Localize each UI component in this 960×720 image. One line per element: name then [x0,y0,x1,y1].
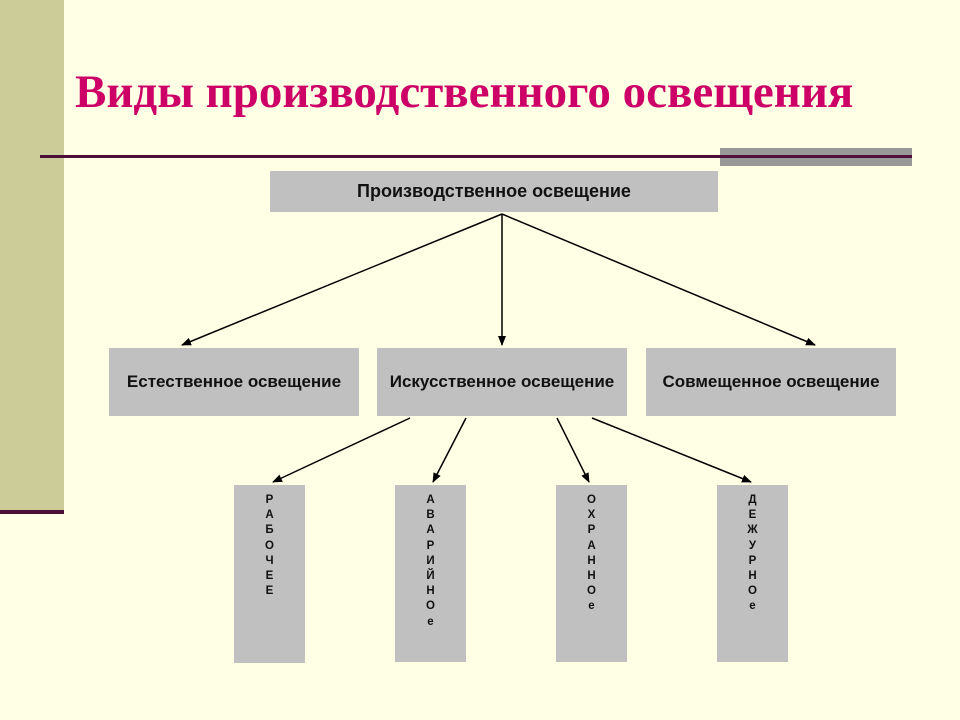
vertical-letter: О [265,539,274,552]
title-rule-accent-line [720,155,912,158]
vertical-letter: Н [587,570,596,583]
vertical-letter: Р [587,524,596,537]
arrow-root-to-natural [181,213,503,346]
vertical-letter: Н [426,585,435,598]
vertical-letter: е [749,600,756,613]
root-box: Производственное освещение [270,171,718,212]
vertical-letter: А [265,509,274,522]
vertical-letter: В [426,509,435,522]
vertical-letter: Е [265,570,274,583]
vertical-letter: Х [587,509,596,522]
natural-lighting-box: Естественное освещение [109,348,359,416]
vertical-letter: О [587,494,596,506]
arrow-root-to-combined [501,213,816,346]
vertical-letter: Д [748,494,757,506]
vertical-letter: О [587,585,596,598]
left-decorative-band [0,0,64,512]
vertical-letter: Е [265,585,274,598]
vertical-letter: Й [426,570,435,583]
vertical-letter: О [748,585,757,598]
arrow-artificial-to-emergency [432,417,467,483]
vertical-letter: Ж [747,524,758,537]
vertical-letter: е [427,615,434,628]
root-box-label: Производственное освещение [357,181,631,201]
vertical-letter: е [588,600,595,613]
vertical-letter: Р [265,494,274,506]
vertical-letter: Р [426,539,435,552]
artificial-lighting-box: Искусственное освещение [377,348,627,416]
vertical-letter: Ч [265,554,274,567]
arrow-artificial-to-security [556,417,590,483]
vertical-letter: И [426,554,435,567]
vertical-letter: У [748,539,757,552]
combined-lighting-box: Совмещенное освещение [646,348,896,416]
vertical-letter: А [426,494,435,506]
natural-lighting-label: Естественное освещение [126,372,342,391]
vertical-letter: О [426,600,435,613]
vertical-letter: Б [265,524,274,537]
arrow-artificial-to-duty [591,417,752,483]
vertical-letter: Н [748,570,757,583]
vertical-letter: Е [748,509,757,522]
combined-lighting-label: Совмещенное освещение [662,372,880,391]
vertical-letter: А [426,524,435,537]
slide-title: Виды производственного освещения [75,66,854,118]
vertical-letter: А [587,539,596,552]
arrow-artificial-to-working [272,417,411,483]
vertical-letter: Н [587,554,596,567]
left-band-underline [0,510,64,514]
artificial-lighting-label: Искусственное освещение [389,372,615,391]
title-rule [40,155,912,158]
vertical-letter: Р [748,554,757,567]
